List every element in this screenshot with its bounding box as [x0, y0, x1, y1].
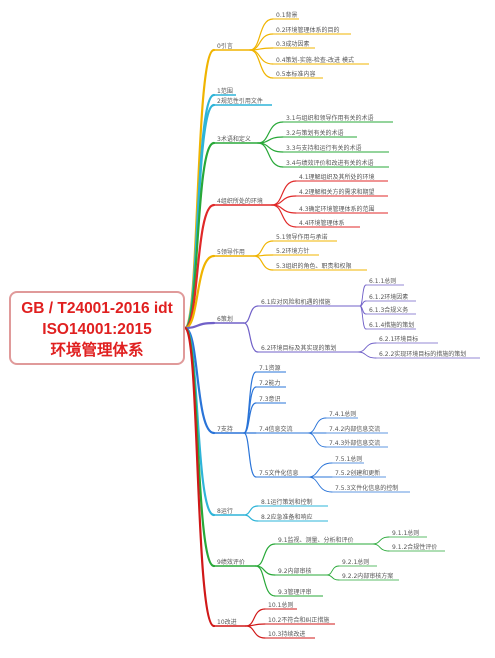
branch-5-label: 5领导作用 [217, 248, 245, 256]
branch-6-child-0-connector [243, 305, 259, 324]
branch-9-child-0-sub-0-label: 9.1.1总则 [392, 529, 419, 537]
branch-8-label: 8运行 [217, 507, 233, 515]
branch-6-child-0-sub-3-label: 6.1.4措施的策划 [369, 321, 414, 329]
branch-10-child-2-label: 10.3持续改进 [268, 630, 305, 638]
root-topic: GB / T24001-2016 idt ISO14001:2015 环境管理体… [9, 291, 185, 365]
branch-6-label: 6策划 [217, 315, 233, 323]
branch-9-child-2-label: 9.3管理评审 [278, 588, 312, 596]
branch-7-child-4-label: 7.5文件化信息 [259, 469, 299, 477]
branch-7-child-4-sub-0-connector [307, 462, 333, 478]
branch-7-child-0-label: 7.1资源 [259, 364, 281, 372]
branch-7-child-3-sub-2-label: 7.4.3外部信息交流 [329, 439, 380, 447]
branch-3-child-3-label: 3.4与绩效评价和改进有关的术语 [286, 159, 374, 167]
branch-9-child-0-label: 9.1监视、测量、分析和评价 [278, 536, 354, 544]
branch-6-child-1-sub-1-label: 6.2.2实现环境目标的措施的策划 [379, 350, 466, 358]
branch-10-child-0-connector [245, 608, 266, 627]
branch-9-child-1-label: 9.2内部审核 [278, 567, 312, 575]
branch-7-child-4-connector [243, 432, 257, 478]
branch-7-child-4-sub-0-label: 7.5.1总则 [335, 455, 362, 463]
branch-0-child-3-label: 0.4策划-实施-检查-改进 模式 [276, 56, 354, 64]
branch-5-child-2-label: 5.3组织的角色、职责和权限 [276, 262, 352, 270]
branch-0-child-4-connector [249, 49, 274, 79]
branch-3-child-1-connector [257, 136, 284, 144]
branch-4-child-2-label: 4.3确定环境管理体系的范围 [299, 205, 375, 213]
branch-6-child-0-sub-3-connector [359, 305, 367, 330]
branch-3-child-0-label: 3.1与组织和领导作用有关的术语 [286, 114, 374, 122]
branch-9-child-1-sub-0-connector [326, 565, 340, 576]
root-title-line-2: ISO14001:2015 [42, 321, 152, 338]
branch-4-child-3-connector [271, 204, 297, 228]
branch-6-child-1-label: 6.2环境目标及其实现的策划 [261, 344, 337, 352]
branch-10-label: 10改进 [217, 618, 237, 626]
branch-7-child-3-label: 7.4信息交流 [259, 425, 293, 433]
branch-10-connector [183, 326, 216, 628]
branch-6-child-1-sub-1-connector [357, 351, 377, 359]
branch-5-connector [183, 254, 216, 330]
branch-7-child-4-sub-1-label: 7.5.2创建和更新 [335, 469, 380, 477]
branch-0-label: 0引言 [217, 42, 233, 50]
branch-10-child-2-connector [245, 625, 266, 639]
branch-9-child-1-sub-0-label: 9.2.1总则 [342, 558, 369, 566]
branch-1-label: 1范围 [217, 87, 233, 95]
branch-10-child-0-label: 10.1总则 [268, 601, 293, 609]
branch-8-child-1-label: 8.2应急准备和响应 [261, 513, 313, 521]
branch-9-child-1-sub-1-connector [326, 574, 340, 581]
branch-4-connector [183, 203, 216, 330]
branch-0-child-4-label: 0.5本标准内容 [276, 70, 316, 78]
branch-4-child-1-label: 4.2理解相关方的需求和期望 [299, 188, 375, 196]
branch-5-child-1-label: 5.2环境方针 [276, 247, 310, 255]
branch-7-child-2-label: 7.3意识 [259, 395, 281, 403]
branch-7-child-4-sub-2-connector [307, 476, 333, 493]
branch-9-child-0-connector [255, 543, 276, 567]
branch-3-child-1-label: 3.2与策划有关的术语 [286, 129, 344, 137]
branch-5-child-0-label: 5.1领导作用与承诺 [276, 233, 328, 241]
branch-9-child-0-sub-0-connector [372, 536, 390, 545]
branch-3-label: 3术语和定义 [217, 135, 251, 143]
branch-6-child-0-sub-1-label: 6.1.2环境因素 [369, 293, 408, 301]
branch-6-connector [183, 321, 216, 330]
branch-7-child-3-sub-1-label: 7.4.2内部信息交流 [329, 425, 380, 433]
branch-5-child-0-connector [253, 240, 274, 257]
branch-9-child-0-sub-1-connector [372, 543, 390, 552]
branch-5-child-2-connector [253, 255, 274, 271]
branch-6-child-0-sub-0-label: 6.1.1总则 [369, 277, 396, 285]
root-title-line-3: 环境管理体系 [50, 342, 144, 359]
branch-0-child-0-label: 0.1背景 [276, 11, 298, 19]
root-title-line-1: GB / T24001-2016 idt [21, 300, 173, 317]
branch-4-child-0-label: 4.1理解组织及其所处的环境 [299, 173, 375, 181]
branch-6-child-0-sub-1-connector [359, 300, 367, 307]
branch-9-child-1-sub-1-label: 9.2.2内部审核方案 [342, 572, 393, 580]
branch-9-child-0-sub-1-label: 9.1.2合规性评价 [392, 543, 437, 551]
branch-4-label: 4组织所处的环境 [217, 197, 263, 205]
branch-10-child-1-label: 10.2不符合和纠正措施 [268, 616, 329, 624]
branch-6-child-0-sub-2-label: 6.1.3合规义务 [369, 306, 408, 314]
branch-7-child-4-sub-2-label: 7.5.3文件化信息的控制 [335, 484, 398, 492]
branch-8-child-1-connector [243, 514, 259, 522]
branch-0-child-2-label: 0.3成功因素 [276, 40, 310, 48]
branch-3-child-2-label: 3.3与支持和运行有关的术语 [286, 144, 362, 152]
branch-8-child-0-label: 8.1运行策划和控制 [261, 498, 313, 506]
branch-4-child-0-connector [271, 180, 297, 206]
branch-2-label: 2规范性引用文件 [217, 97, 263, 105]
branch-7-child-3-sub-2-connector [307, 432, 327, 448]
branch-6-child-1-sub-0-connector [357, 342, 377, 353]
branch-7-child-3-sub-0-label: 7.4.1总则 [329, 410, 356, 418]
branch-6-child-0-label: 6.1应对风险和机遇的措施 [261, 298, 331, 306]
branch-9-child-2-connector [255, 565, 276, 597]
branch-9-label: 9绩效评价 [217, 558, 245, 566]
branch-7-label: 7支持 [217, 425, 233, 433]
branch-6-child-1-sub-0-label: 6.2.1环境目标 [379, 335, 418, 343]
branch-4-child-3-label: 4.4环境管理体系 [299, 219, 345, 227]
branch-7-child-2-connector [243, 402, 257, 434]
branch-7-child-1-label: 7.2能力 [259, 379, 281, 387]
branch-6-child-1-connector [243, 322, 259, 353]
branch-0-child-3-connector [249, 49, 274, 65]
branch-3-child-3-connector [257, 142, 284, 168]
branch-0-child-1-label: 0.2环境管理体系的目的 [276, 26, 340, 34]
branch-7-child-3-sub-0-connector [307, 417, 327, 434]
branch-8-child-0-connector [243, 505, 259, 516]
